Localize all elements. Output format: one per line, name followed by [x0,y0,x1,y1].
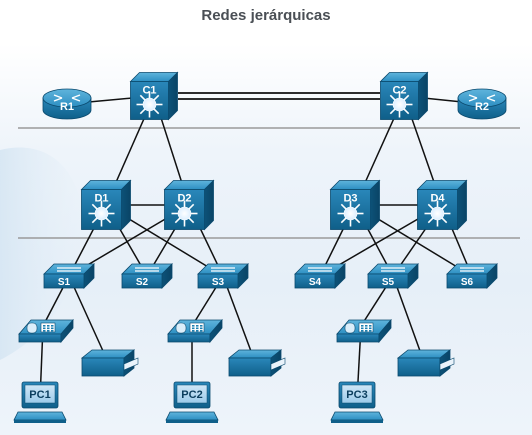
switch-s1[interactable]: S1 [43,263,95,289]
switch-icon [460,267,484,272]
multilayer-switch-d2[interactable]: D2 [163,179,215,231]
device-label: C2 [392,85,406,97]
pc-icon [330,381,384,423]
diagram-title: Redes jerárquicas [201,7,331,24]
device-label: S3 [212,277,225,288]
device-label: R1 [60,101,74,113]
switch-icon [211,267,235,272]
printer-pr2[interactable] [227,349,286,377]
switch-s6[interactable]: S6 [446,263,498,289]
printer-icon [227,349,286,377]
device-label: S6 [461,277,474,288]
device-label: PC2 [181,389,202,401]
router-icon [53,94,81,102]
printer-pr3[interactable] [396,349,455,377]
link-S3-PR2 [222,275,256,363]
device-label: D1 [94,193,108,205]
ip-phone-ip1[interactable] [18,318,74,344]
pc-pc3[interactable]: PC3 [330,381,384,423]
device-label: C1 [142,85,156,97]
printer-icon [396,349,455,377]
multilayer-switch-d3[interactable]: D3 [329,179,381,231]
pc-pc1[interactable]: PC1 [13,381,67,423]
multilayer-switch-icon [171,200,198,227]
multilayer-switch-c2[interactable]: C2 [379,71,429,121]
printer-icon [80,349,139,377]
device-label: S2 [136,277,149,288]
device-label: D4 [430,193,445,205]
multilayer-switch-c1[interactable]: C1 [129,71,179,121]
device-label: S1 [58,277,71,288]
device-label: R2 [475,101,489,113]
switch-s2[interactable]: S2 [121,263,173,289]
device-label: D3 [343,193,357,205]
ip-phone-icon [336,318,392,344]
ip-phone-icon [167,318,223,344]
switch-icon [57,267,81,272]
printer-pr1[interactable] [80,349,139,377]
switch-s3[interactable]: S3 [197,263,249,289]
link-S1-PR1 [68,275,109,363]
switch-s4[interactable]: S4 [294,263,346,289]
multilayer-switch-icon [337,200,364,227]
multilayer-switch-d4[interactable]: D4 [416,179,468,231]
layer-dividers [18,127,520,239]
router-r1[interactable]: R1 [42,88,92,120]
switch-icon [308,267,332,272]
ip-phone-ip2[interactable] [167,318,223,344]
multilayer-switch-icon [136,91,163,118]
multilayer-switch-icon [386,91,413,118]
switch-icon [381,267,405,272]
pc-icon [13,381,67,423]
multilayer-switch-icon [88,200,115,227]
device-label: D2 [177,193,191,205]
ip-phone-ip3[interactable] [336,318,392,344]
router-r2[interactable]: R2 [457,88,507,120]
device-label: S4 [309,277,322,288]
pc-icon [165,381,219,423]
switch-icon [135,267,159,272]
switch-s5[interactable]: S5 [367,263,419,289]
device-label: S5 [382,277,395,288]
multilayer-switch-d1[interactable]: D1 [80,179,132,231]
multilayer-switch-icon [424,200,451,227]
device-label: PC1 [29,389,50,401]
ip-phone-icon [18,318,74,344]
device-label: PC3 [346,389,367,401]
pc-pc2[interactable]: PC2 [165,381,219,423]
link-S5-PR3 [392,275,425,363]
router-icon [468,94,496,102]
